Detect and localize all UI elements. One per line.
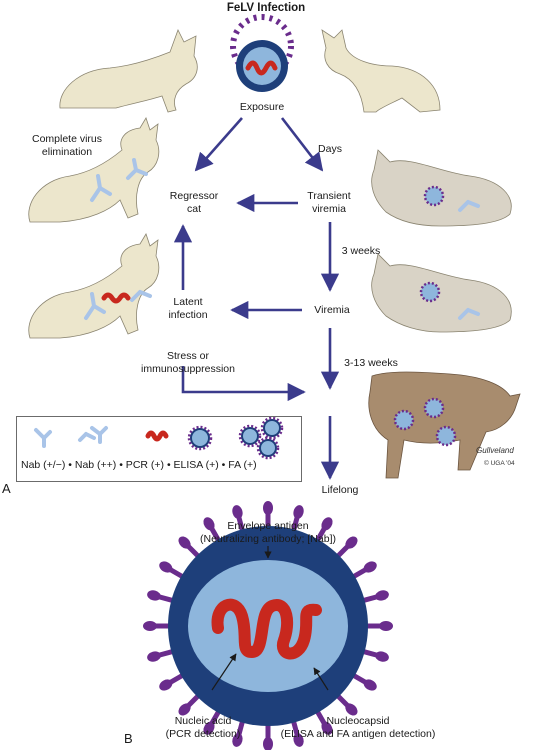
envelope-spike-knob <box>232 505 243 519</box>
label-3-weeks: 3 weeks <box>341 245 381 257</box>
panel-label-a: A <box>2 481 11 496</box>
artist-signature: Gullveland <box>476 446 514 455</box>
label-exposure: Exposure <box>239 101 285 113</box>
envelope-spike-knob <box>147 651 161 662</box>
pointer-nucleic <box>211 653 237 691</box>
envelope-spike-knob <box>345 703 358 716</box>
envelope-spike-knob <box>293 733 304 747</box>
legend-antibody-3 <box>90 426 108 444</box>
envelope-spike-knob <box>178 536 191 549</box>
envelope-spike-knob <box>232 733 243 747</box>
envelope-spike-knob <box>375 651 389 662</box>
label-viremia: Viremia <box>314 304 350 316</box>
arrow-stress <box>181 366 306 402</box>
envelope-spike-knob <box>159 679 173 691</box>
legend-antibody-1 <box>34 428 52 448</box>
virion-pointers <box>211 546 329 691</box>
legend-virion-2 <box>238 416 284 460</box>
virion-rna <box>211 598 322 660</box>
envelope-spike-knob <box>203 517 215 531</box>
legend-icons <box>34 416 284 460</box>
envelope-spike-knob <box>363 561 377 573</box>
legend-antibody-2 <box>78 432 96 442</box>
legend-virion-1 <box>187 425 213 451</box>
label-days: Days <box>318 143 342 155</box>
label-envelope-antigen: Envelope antigen(Neutralizing antibody; … <box>200 520 336 545</box>
cat-complete-elimination <box>28 117 160 223</box>
cat-latent-infection <box>28 233 160 339</box>
legend-text: Nab (+/−) • Nab (++) • PCR (+) • ELISA (… <box>21 459 257 471</box>
arrow-exposure-transient <box>280 117 324 172</box>
envelope-spike-knob <box>143 621 157 631</box>
cat-viremia <box>371 253 512 333</box>
pointer-nucleocapsid <box>313 667 329 691</box>
envelope-spike-knob <box>293 505 304 519</box>
envelope-spike-knob <box>203 721 215 735</box>
cat-exposure-left <box>59 28 198 113</box>
arrow-exposure-regressor <box>194 117 243 172</box>
envelope-spike-knob <box>345 536 358 549</box>
envelope-spike-knob <box>263 501 273 515</box>
envelope-spike-knob <box>363 679 377 691</box>
label-nucleocapsid: Nucleocapsid(ELISA and FA antigen detect… <box>280 715 436 740</box>
envelope-spike-knob <box>147 590 161 601</box>
virion-large <box>143 501 393 750</box>
label-lifelong: Lifelong <box>321 484 359 496</box>
label-3-13-weeks: 3-13 weeks <box>344 357 398 369</box>
envelope-spike-knob <box>321 517 333 531</box>
legend-rna <box>145 430 169 442</box>
envelope-spike-knob <box>178 703 191 716</box>
panel-label-b: B <box>124 731 133 746</box>
envelope-spike-knob <box>379 621 393 631</box>
flow-arrows <box>173 117 340 480</box>
envelope-spike-knob <box>321 721 333 735</box>
diagram-title: FeLV Infection <box>226 2 306 14</box>
envelope-spike-knob <box>375 590 389 601</box>
copyright-text: © UGA '04 <box>484 460 515 467</box>
cat-lifelong <box>368 371 521 479</box>
envelope-spike-knob <box>159 561 173 573</box>
test-legend-box: Nab (+/−) • Nab (++) • PCR (+) • ELISA (… <box>16 416 302 482</box>
virion-small-top <box>230 14 294 92</box>
cat-transient-viremia <box>371 149 512 227</box>
label-nucleic-acid: Nucleic acid(PCR detection) <box>165 715 241 740</box>
cat-exposure-right <box>321 29 441 113</box>
envelope-spike-knob <box>263 737 273 750</box>
